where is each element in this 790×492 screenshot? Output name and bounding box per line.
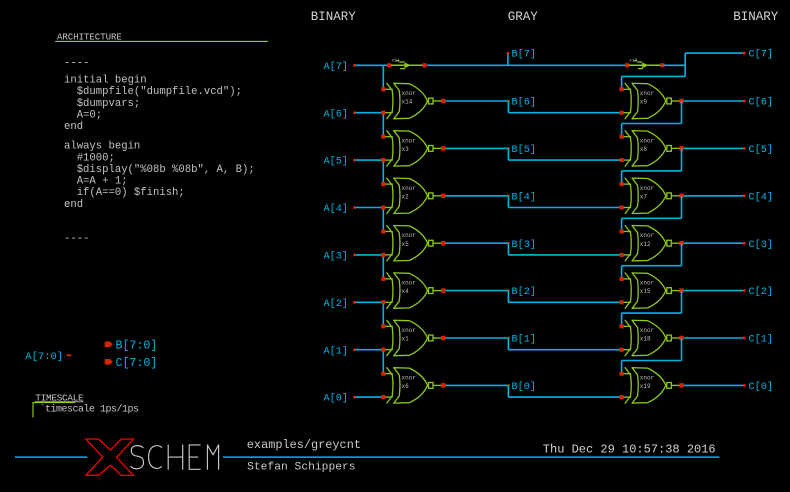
svg-text:B[3]: B[3] xyxy=(512,239,536,251)
svg-text:A[6]: A[6] xyxy=(324,108,348,120)
svg-text:C[3]: C[3] xyxy=(749,239,773,251)
svg-text:xnor: xnor xyxy=(640,185,655,192)
svg-text:xnor: xnor xyxy=(402,232,417,239)
svg-text:always begin: always begin xyxy=(64,141,140,153)
svg-text:x11: x11 xyxy=(392,58,400,63)
svg-text:xnor: xnor xyxy=(640,90,655,97)
svg-text:xnor: xnor xyxy=(640,280,655,287)
svg-text:A[1]: A[1] xyxy=(324,345,348,357)
svg-text:C[6]: C[6] xyxy=(749,97,773,109)
svg-text:A[7]: A[7] xyxy=(324,61,348,73)
svg-text:B[7]: B[7] xyxy=(512,49,536,61)
svg-text:B[4]: B[4] xyxy=(512,191,536,203)
svg-text:x9: x9 xyxy=(640,99,648,106)
svg-text:end: end xyxy=(64,121,83,133)
svg-text:GRAY: GRAY xyxy=(508,10,539,24)
svg-text:x15: x15 xyxy=(640,288,651,295)
svg-text:B[2]: B[2] xyxy=(512,286,536,298)
svg-text:x12: x12 xyxy=(640,241,651,248)
svg-text:A[7:0]: A[7:0] xyxy=(25,351,63,363)
svg-text:x14: x14 xyxy=(402,99,413,106)
svg-text:C[1]: C[1] xyxy=(749,334,773,346)
svg-text:Thu Dec 29 10:57:38 2016: Thu Dec 29 10:57:38 2016 xyxy=(543,442,716,456)
svg-text:BINARY: BINARY xyxy=(733,10,779,24)
svg-text:C[2]: C[2] xyxy=(749,286,773,298)
svg-text:xnor: xnor xyxy=(402,327,417,334)
svg-text:----: ---- xyxy=(64,57,89,69)
svg-text:C[7:0]: C[7:0] xyxy=(116,357,158,370)
svg-text:#1000;: #1000; xyxy=(77,152,115,164)
svg-text:x3: x3 xyxy=(402,146,410,153)
svg-text:xnor: xnor xyxy=(402,374,417,381)
svg-text:BINARY: BINARY xyxy=(311,10,357,24)
svg-text:x8: x8 xyxy=(640,146,648,153)
svg-text:----: ---- xyxy=(64,233,89,245)
svg-text:C[7]: C[7] xyxy=(749,49,773,61)
svg-text:x5: x5 xyxy=(402,241,410,248)
svg-text:A[2]: A[2] xyxy=(324,298,348,310)
svg-text:B[5]: B[5] xyxy=(512,144,536,156)
svg-text:B[7:0]: B[7:0] xyxy=(116,340,158,353)
svg-text:C[5]: C[5] xyxy=(749,144,773,156)
svg-text:x7: x7 xyxy=(640,193,648,200)
svg-text:`timescale 1ps/1ps: `timescale 1ps/1ps xyxy=(40,403,140,416)
svg-text:A=A + 1;: A=A + 1; xyxy=(77,176,128,188)
svg-text:$dumpfile("dumpfile.vcd");: $dumpfile("dumpfile.vcd"); xyxy=(77,86,242,98)
svg-text:end: end xyxy=(64,199,83,211)
svg-text:B[1]: B[1] xyxy=(512,334,536,346)
svg-text:A[0]: A[0] xyxy=(324,393,348,405)
svg-text:x1: x1 xyxy=(402,336,410,343)
svg-text:xnor: xnor xyxy=(640,374,655,381)
svg-text:Stefan Schippers: Stefan Schippers xyxy=(247,461,355,473)
svg-text:xnor: xnor xyxy=(640,137,655,144)
svg-text:examples/greycnt: examples/greycnt xyxy=(247,438,361,452)
svg-text:x18: x18 xyxy=(640,336,651,343)
svg-text:x4: x4 xyxy=(402,288,410,295)
svg-text:B[0]: B[0] xyxy=(512,381,536,393)
svg-text:xnor: xnor xyxy=(402,137,417,144)
svg-text:C[0]: C[0] xyxy=(749,381,773,393)
svg-text:C[4]: C[4] xyxy=(749,191,773,203)
svg-text:xnor: xnor xyxy=(402,280,417,287)
svg-text:x19: x19 xyxy=(640,383,651,390)
svg-text:xnor: xnor xyxy=(640,327,655,334)
svg-text:x13: x13 xyxy=(629,58,637,63)
svg-text:ARCHITECTURE: ARCHITECTURE xyxy=(57,32,122,42)
svg-text:$dumpvars;: $dumpvars; xyxy=(77,98,141,110)
svg-text:xnor: xnor xyxy=(640,232,655,239)
svg-text:A[3]: A[3] xyxy=(324,251,348,263)
svg-text:x6: x6 xyxy=(402,383,410,390)
svg-text:xnor: xnor xyxy=(402,90,417,97)
svg-text:TIMESCALE: TIMESCALE xyxy=(35,392,84,403)
svg-text:x2: x2 xyxy=(402,193,410,200)
svg-text:if(A==0) $finish;: if(A==0) $finish; xyxy=(77,187,185,199)
svg-text:initial begin: initial begin xyxy=(64,75,147,87)
svg-text:B[6]: B[6] xyxy=(512,97,536,109)
svg-text:A[5]: A[5] xyxy=(324,156,348,168)
svg-text:xnor: xnor xyxy=(402,185,417,192)
svg-text:A=0;: A=0; xyxy=(77,110,102,122)
svg-text:$display("%08b %08b", A, B);: $display("%08b %08b", A, B); xyxy=(77,164,255,176)
svg-text:A[4]: A[4] xyxy=(324,203,348,215)
